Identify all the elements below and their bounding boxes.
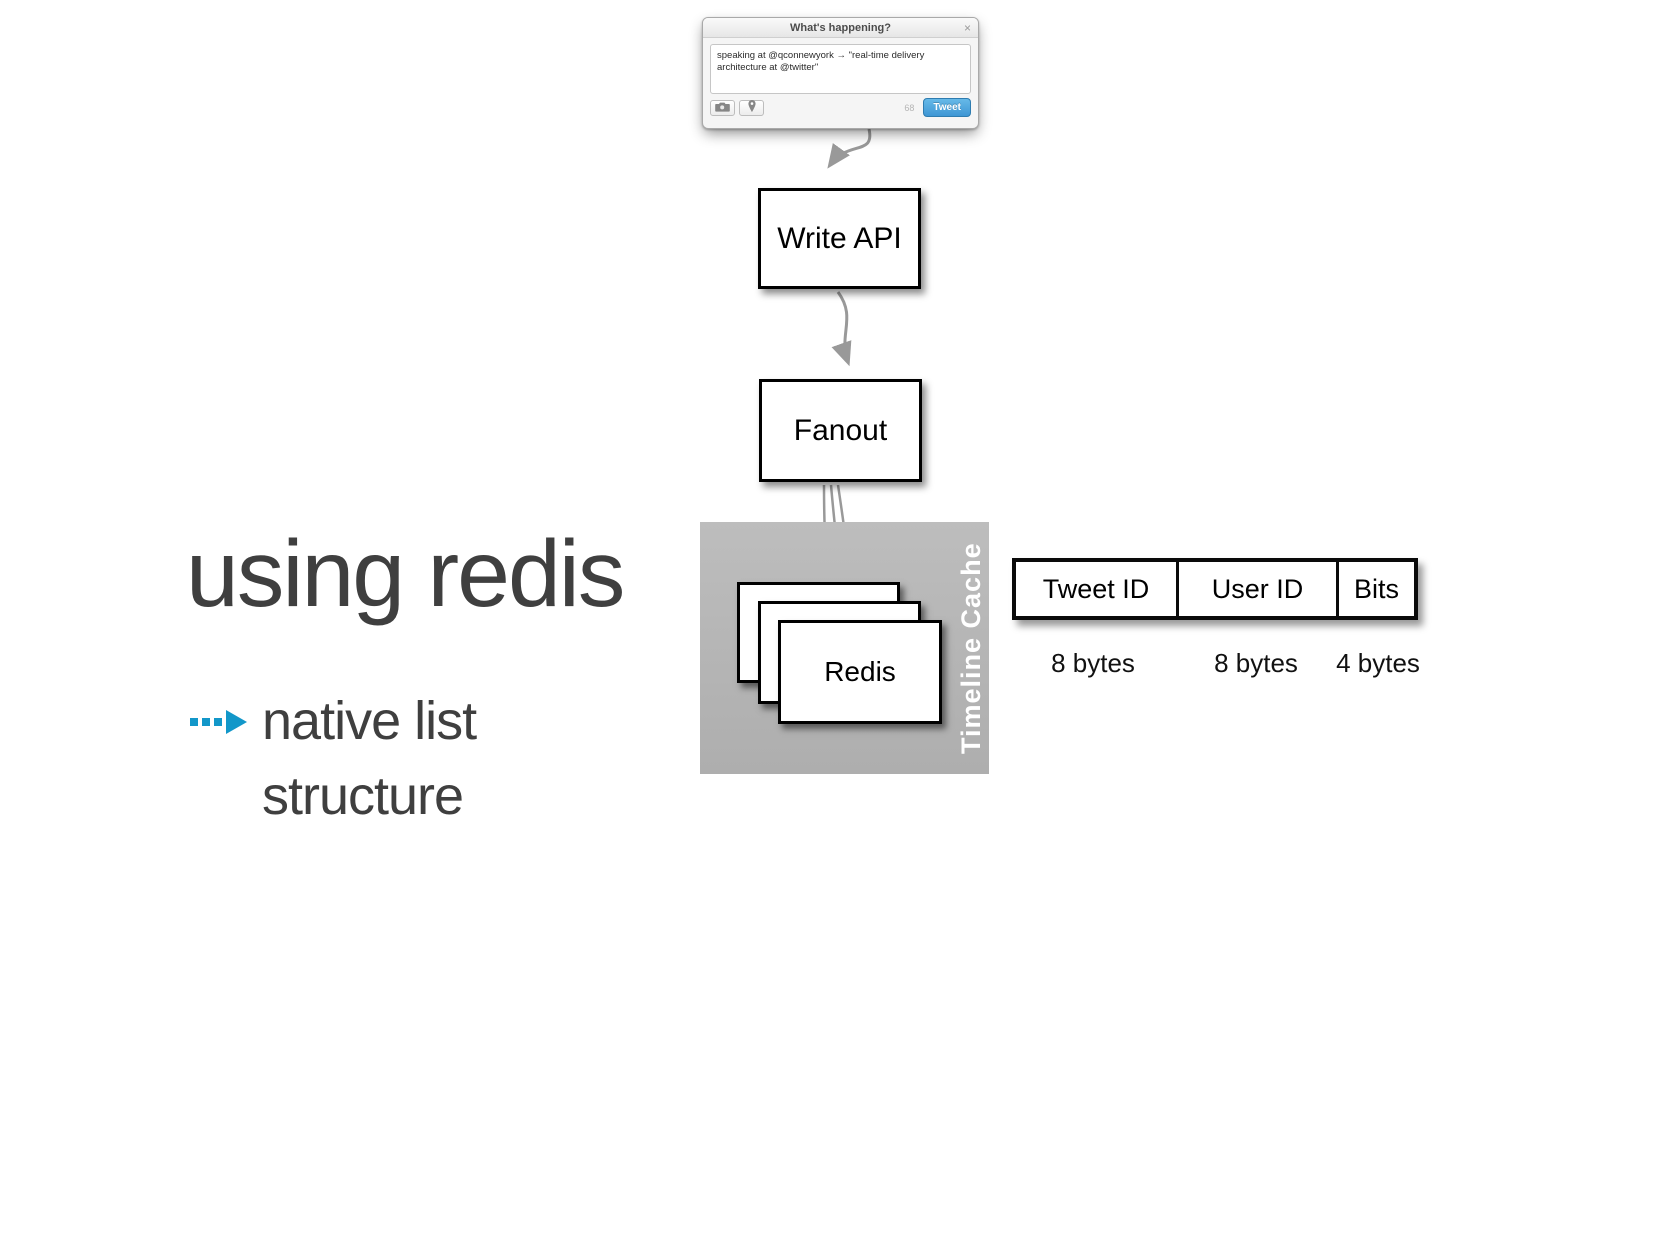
location-button[interactable] <box>739 99 764 116</box>
struct-cell-tweet-id: Tweet ID <box>1042 573 1150 604</box>
timeline-cache-region: Redis Timeline Cache <box>700 522 989 774</box>
write-api-box: Write API <box>758 188 921 289</box>
write-api-label: Write API <box>777 221 902 255</box>
bullet-line-1: native list <box>262 691 477 751</box>
struct-table: Tweet ID User ID Bits <box>1012 558 1418 620</box>
bullet-line-2: structure <box>262 765 464 826</box>
slide-title: using redis <box>186 521 625 627</box>
struct-cell-user-id: User ID <box>1176 562 1336 616</box>
location-pin-icon <box>747 100 756 115</box>
fanout-label: Fanout <box>793 413 888 447</box>
tweet-compose-window: What's happening? × speaking at @qconnew… <box>702 17 979 129</box>
close-icon[interactable]: × <box>963 21 971 35</box>
tweet-button[interactable]: Tweet <box>923 98 971 117</box>
dashed-arrow-icon <box>190 707 248 742</box>
camera-button[interactable] <box>710 99 735 116</box>
bytes-label-bits: 4 bytes <box>1336 648 1420 678</box>
timeline-cache-label: Timeline Cache <box>956 542 986 754</box>
tweet-text: speaking at @qconnewyork → "real-time de… <box>717 50 925 74</box>
char-count: 68 <box>904 102 915 113</box>
fanout-box: Fanout <box>759 379 922 482</box>
struct-cell-bits: Bits <box>1336 562 1414 616</box>
bullet-text: native list structure <box>262 684 477 833</box>
redis-box-front: Redis <box>778 620 942 724</box>
camera-icon <box>715 100 730 115</box>
bytes-label-user-id: 8 bytes <box>1214 648 1298 678</box>
tweet-text-input[interactable]: speaking at @qconnewyork → "real-time de… <box>710 44 971 94</box>
redis-label: Redis <box>824 656 896 687</box>
bullet-item: native list structure <box>190 684 477 833</box>
tweet-window-titlebar: What's happening? × <box>703 18 978 38</box>
tweet-toolbar: 68 Tweet <box>703 98 978 123</box>
tweet-window-title: What's happening? <box>790 21 891 34</box>
bytes-label-tweet-id: 8 bytes <box>1051 648 1135 678</box>
